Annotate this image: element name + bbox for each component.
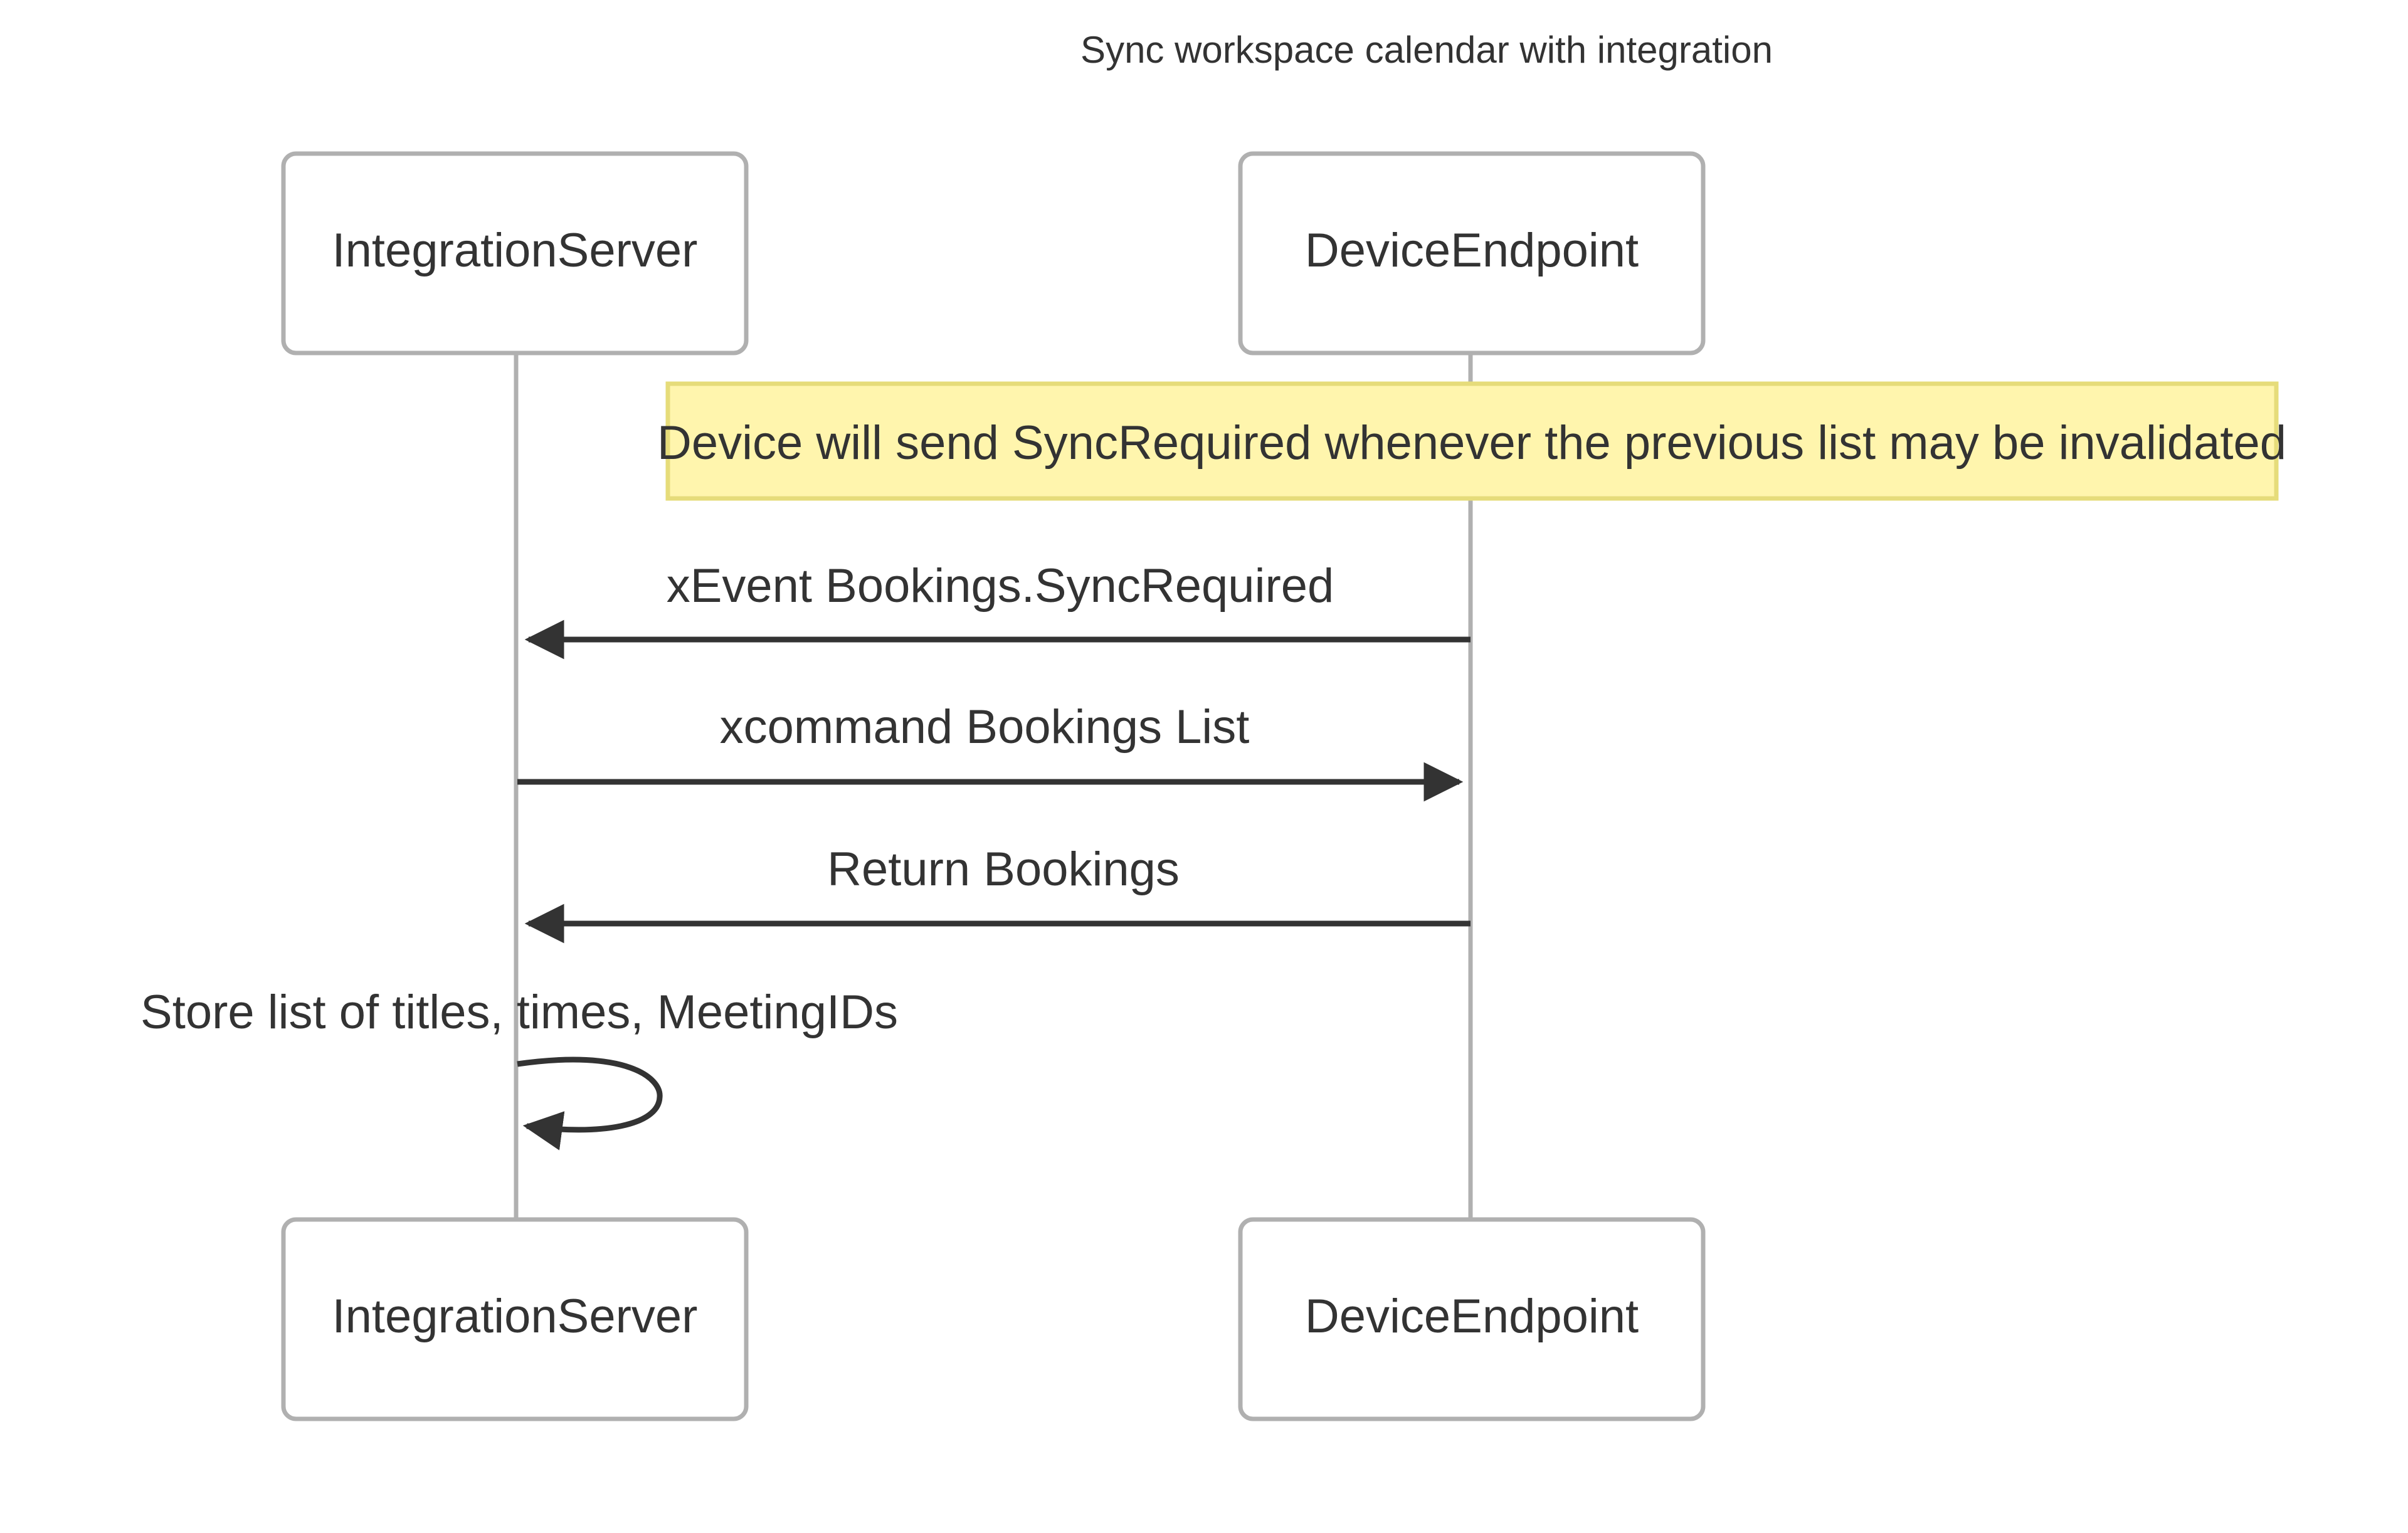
actor-label: DeviceEndpoint	[1305, 224, 1639, 277]
self-loop-arrow	[517, 1056, 663, 1151]
message-label: xEvent Bookings.SyncRequired	[667, 559, 1334, 613]
message-label: Store list of titles, times, MeetingIDs	[140, 986, 898, 1039]
actor-top-integration-server: IntegrationServer	[281, 151, 749, 356]
actor-top-device-endpoint: DeviceEndpoint	[1238, 151, 1706, 356]
actor-bottom-device-endpoint: DeviceEndpoint	[1238, 1217, 1706, 1421]
diagram-title: Sync workspace calendar with integration	[1080, 29, 1773, 71]
actor-label: IntegrationServer	[332, 1290, 698, 1343]
actor-label: DeviceEndpoint	[1305, 1290, 1639, 1343]
message-label: Return Bookings	[827, 843, 1180, 896]
note-box	[665, 381, 2279, 501]
actor-bottom-integration-server: IntegrationServer	[281, 1217, 749, 1421]
actor-label: IntegrationServer	[332, 224, 698, 277]
message-label: xcommand Bookings List	[720, 700, 1250, 754]
message-return-bookings: Return Bookings	[524, 843, 1471, 944]
message-sync-required: xEvent Bookings.SyncRequired	[524, 559, 1471, 660]
message-bookings-list: xcommand Bookings List	[517, 700, 1464, 802]
note-text: Device will send SyncRequired whenever t…	[657, 416, 2286, 470]
message-store-list: Store list of titles, times, MeetingIDs	[140, 986, 898, 1151]
note: Device will send SyncRequired whenever t…	[657, 381, 2286, 501]
